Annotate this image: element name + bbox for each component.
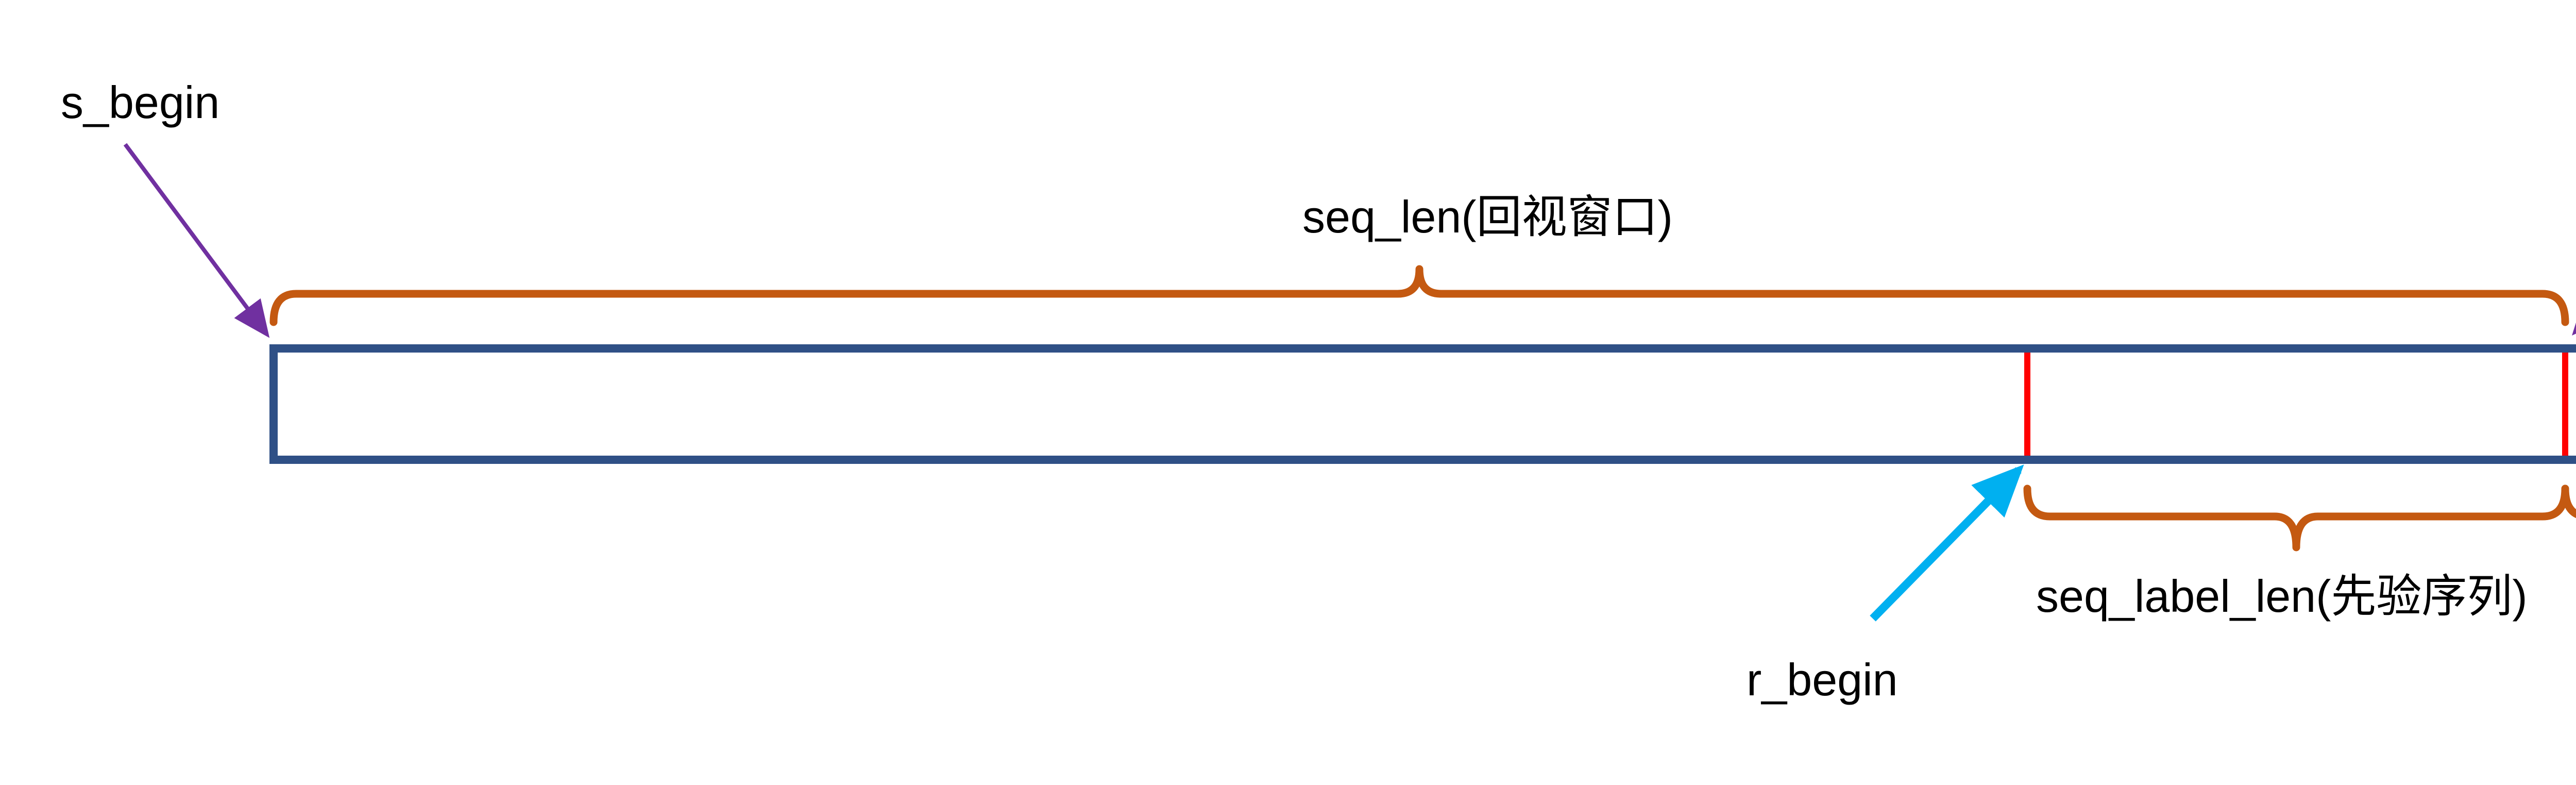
seq-len-label: seq_len(回视窗口) [1302,191,1673,242]
r-begin-arrow [1870,464,2024,622]
seq-label-len-brace [2023,485,2569,552]
s-begin-arrow [123,143,270,338]
s-begin-label: s_begin [61,77,220,128]
seq-pred-len-brace [2561,485,2576,519]
seq-len-brace [269,265,2569,326]
r-begin-label: r_begin [1747,654,1898,705]
seq-label-len-label: seq_label_len(先验序列) [2036,571,2528,622]
sequence-box [269,344,2576,464]
